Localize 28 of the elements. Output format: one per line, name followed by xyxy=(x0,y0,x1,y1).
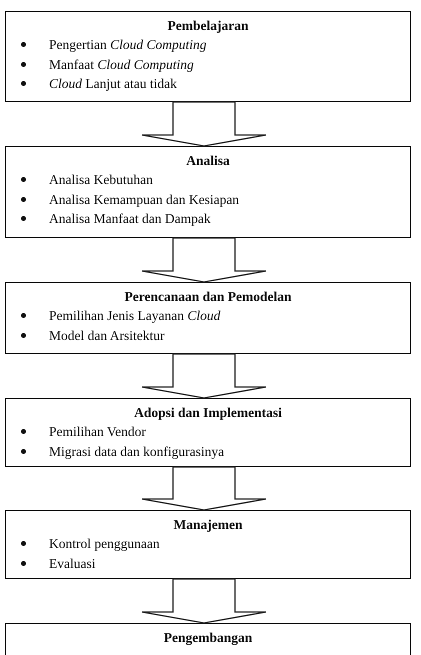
box-heading: Pembelajaran xyxy=(166,17,250,35)
bullet-text: Kontrol penggunaan xyxy=(49,536,160,551)
bullet-text: Migrasi data dan konfigurasinya xyxy=(49,444,224,458)
block-arrow xyxy=(141,466,267,511)
bullet-text: Pengertian Cloud Computing xyxy=(49,37,206,52)
bullet-text: Manfaat Cloud Computing xyxy=(49,56,194,72)
process-box xyxy=(5,510,411,579)
bullet-text: Analisa Manfaat dan Dampak xyxy=(49,211,211,226)
process-box xyxy=(5,11,411,102)
bullet-text: Analisa Kemampuan dan Kesiapan xyxy=(49,192,240,206)
block-arrow xyxy=(141,578,267,624)
box-heading: Pengembangan xyxy=(162,629,254,647)
process-box xyxy=(5,282,411,354)
bullet-text: Cloud Lanjut atau tidak xyxy=(49,76,177,91)
bullet-text: Pemilihan Vendor xyxy=(49,424,146,439)
bullet-text: Analisa Kebutuhan xyxy=(49,172,153,187)
bullet-text: Pemilihan Jenis Layanan Cloud xyxy=(49,308,220,323)
process-box xyxy=(5,398,411,467)
box-heading: Adopsi dan Implementasi xyxy=(133,404,283,422)
process-box xyxy=(5,146,411,238)
box-heading: Manajemen xyxy=(172,516,244,534)
block-arrow xyxy=(141,101,267,147)
box-heading: Perencanaan dan Pemodelan xyxy=(123,288,292,306)
block-arrow xyxy=(141,353,267,399)
bullet-text: Evaluasi xyxy=(49,556,96,570)
block-arrow xyxy=(141,237,267,283)
box-heading: Analisa xyxy=(185,152,231,170)
bullet-text: Model dan Arsitektur xyxy=(49,328,164,342)
